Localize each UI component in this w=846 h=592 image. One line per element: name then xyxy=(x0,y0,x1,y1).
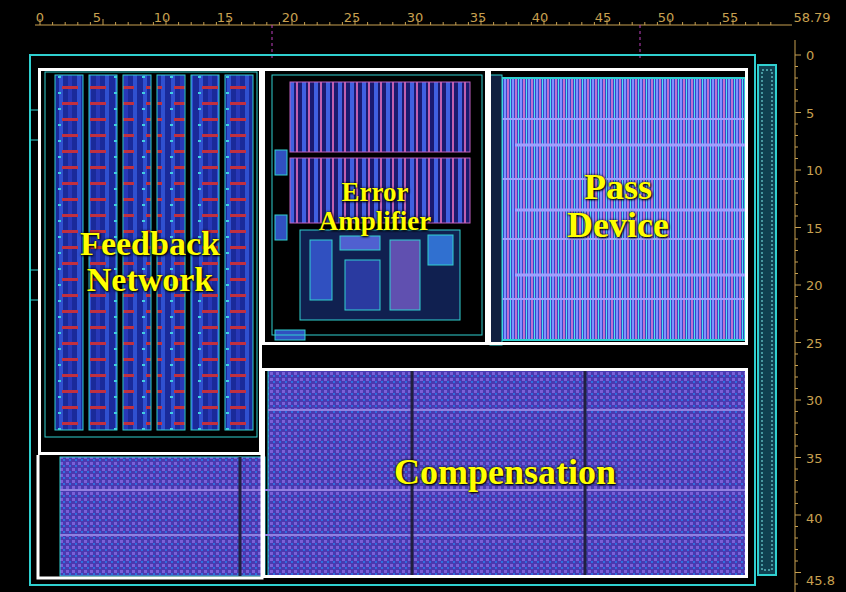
ruler-number: 0 xyxy=(806,48,814,63)
ruler-number: 5 xyxy=(806,106,814,121)
ruler-number: 15 xyxy=(217,10,234,25)
ruler-number: 55 xyxy=(722,10,739,25)
ruler-number: 15 xyxy=(806,221,823,236)
ruler-number: 30 xyxy=(806,393,823,408)
ruler-number: 45 xyxy=(595,10,612,25)
ruler-number: 30 xyxy=(407,10,424,25)
block-label: Pass Device xyxy=(543,169,693,245)
pass-device-block: Pass Device xyxy=(488,68,748,345)
ruler-number: 45.8 xyxy=(806,573,835,588)
ruler-number: 20 xyxy=(806,278,823,293)
ruler-number: 50 xyxy=(658,10,675,25)
compensation-block: Compensation xyxy=(262,368,748,578)
ruler-number: 58.79 xyxy=(793,10,830,25)
ruler-number: 5 xyxy=(93,10,101,25)
ruler-number: 0 xyxy=(36,10,44,25)
block-label: Error Amplifier xyxy=(290,178,460,235)
ruler-number: 25 xyxy=(344,10,361,25)
ruler-number: 10 xyxy=(154,10,171,25)
block-label: Feedback Network xyxy=(55,226,245,297)
ruler-number: 20 xyxy=(282,10,299,25)
ruler-number: 10 xyxy=(806,163,823,178)
ruler-number: 25 xyxy=(806,336,823,351)
block-label: Compensation xyxy=(394,454,616,492)
ruler-number: 40 xyxy=(532,10,549,25)
feedback-block: Feedback Network xyxy=(38,68,262,455)
amplifier-block: Error Amplifier xyxy=(262,68,488,345)
ruler-number: 40 xyxy=(806,511,823,526)
ruler-number: 35 xyxy=(806,451,823,466)
ruler-number: 35 xyxy=(470,10,487,25)
